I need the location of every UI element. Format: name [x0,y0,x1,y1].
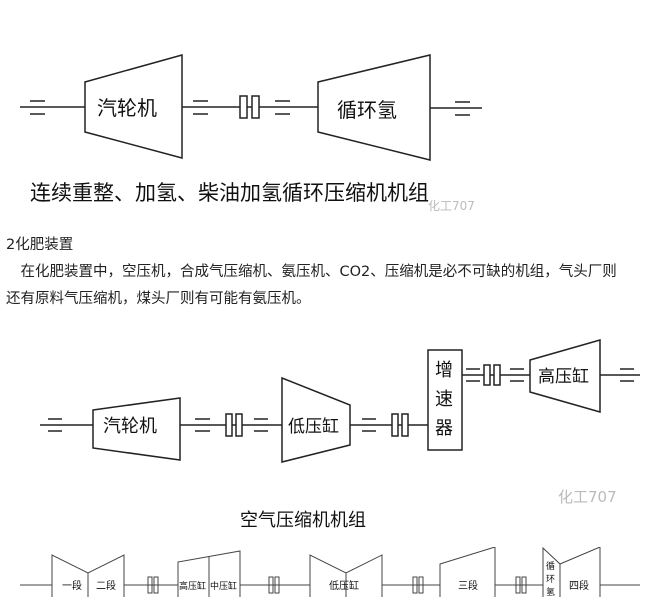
gearbox-shape [427,349,463,451]
diagram-caption: 连续重整、加氢、柴油加氢循环压缩机机组 [30,181,429,205]
gearbox-label: 增 [435,360,453,381]
mp-label: 中压缸 [210,580,237,592]
turbine-label: 汽轮机 [97,96,157,120]
section-heading: 2化肥装置 [6,237,74,253]
compressor-shape [317,54,431,161]
watermark: 化工707 [558,488,617,506]
coupling [239,95,248,119]
diagram-caption: 空气压缩机机组 [240,510,366,531]
turbine-label: 汽轮机 [103,416,157,437]
paragraph-line: 还有原料气压缩机，煤头厂则有可能有氨压机。 [6,291,311,307]
recycle-label: 循 [546,560,555,572]
hp-label: 高压缸 [179,580,206,592]
diagram-reforming-compressor-train: 汽轮机 循环氢 连续重整、加氢、柴油加氢循环压缩机机组 化工707 [20,54,482,213]
stage2-label: 二段 [96,579,116,592]
recycle-label: 氢 [546,586,555,597]
low-pressure-label: 低压缸 [288,416,339,437]
recycle-label: 环 [546,574,555,585]
paragraph-line: 在化肥装置中，空压机，合成气压缩机、氨压机、CO2、压缩机是必不可缺的机组，气头… [6,264,617,280]
high-pressure-label: 高压缸 [538,366,589,387]
turbine-shape [84,54,183,159]
stage4-label: 四段 [569,579,589,592]
stage1-label: 一段 [62,579,82,592]
watermark: 化工707 [428,199,475,213]
lp-label: 低压缸 [329,579,359,592]
stage3-label: 三段 [458,579,478,592]
gearbox-label: 器 [435,418,453,439]
diagram-air-compressor-train: 汽轮机 低压缸 增 速 器 高压缸 化工707 空气压缩机机组 [40,339,640,531]
compressor-label: 循环氢 [337,98,397,122]
diagram-synthesis-compressor-train: 一段 二段 高压缸 中压缸 低压缸 三段 循 环 氢 四段 [20,547,640,597]
gearbox-label: 速 [435,389,453,410]
